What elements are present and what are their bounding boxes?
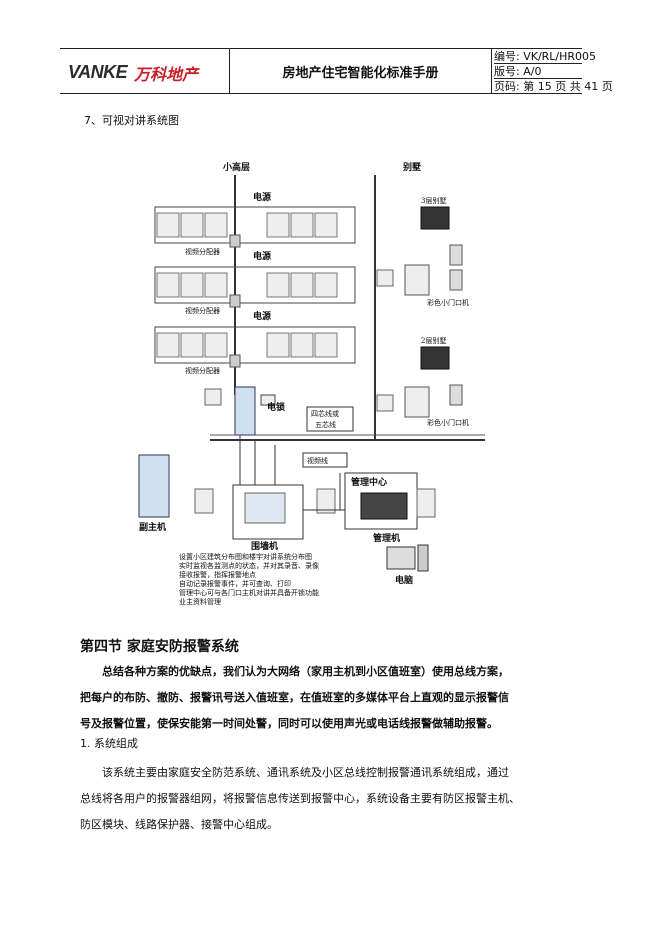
villa2-monitor xyxy=(420,346,450,370)
label-splitter-1: 视频分配器 xyxy=(185,247,220,256)
summary-line: 号及报警位置，使保安能第一时间处警，同时可以使用声光或电话线报警做辅助报警。 xyxy=(80,717,498,730)
document-header: VANKE 万科地产 房地产住宅智能化标准手册 编号: VK/RL/HR005 … xyxy=(60,48,613,94)
diagram-svg: 小高层 别墅 电源 电源 电源 视频分配器 视频分配器 视频分配器 电锁 四芯线… xyxy=(138,161,485,606)
section4-heading: 第四节 家庭安防报警系统 xyxy=(80,639,239,655)
villa3-monitor xyxy=(420,206,450,230)
page-row: 页码: 第 15 页 共 41 页 xyxy=(494,80,613,93)
label-lock: 电锁 xyxy=(267,401,285,413)
label-villa: 别墅 xyxy=(402,161,421,173)
code-value: VK/RL/HR005 xyxy=(523,50,597,63)
summary-line: 总结各种方案的优缺点，我们认为大网络（家用主机到小区值班室）使用总线方案， xyxy=(102,665,509,678)
feature-item: 实时监视各监测点的状态，并对其录音、录像 xyxy=(179,561,319,570)
feature-item: 管理中心可与各门口主机对讲并具备开锁功能 xyxy=(179,588,319,597)
logo-cn-text: 万科地产 xyxy=(134,65,199,84)
body-line: 该系统主要由家庭安全防范系统、通讯系统及小区总线控制报警通讯系统组成，通过 xyxy=(102,766,509,779)
label-wire: 四芯线或 xyxy=(311,409,339,418)
code-row: 编号: VK/RL/HR005 xyxy=(494,50,597,64)
secondary-host xyxy=(138,454,170,518)
label-color-door-1: 彩色小门口机 xyxy=(427,298,469,307)
label-secondary-host: 副主机 xyxy=(139,521,166,533)
label-mgmt-center: 管理中心 xyxy=(351,476,387,488)
version-value: A/0 xyxy=(523,65,542,78)
summary-paragraph: 总结各种方案的优缺点，我们认为大网络（家用主机到小区值班室）使用总线方案， 把每… xyxy=(80,659,540,737)
feature-item: 接收报警，指挥报警地点 xyxy=(179,570,256,579)
feature-item: 设置小区建筑分布图和楼宇对讲系统分布图 xyxy=(179,552,312,561)
door-station xyxy=(234,386,256,436)
pc xyxy=(386,546,416,570)
document-title: 房地产住宅智能化标准手册 xyxy=(230,49,492,93)
floor-group-1 xyxy=(154,206,356,248)
intercom-system-diagram: 小高层 别墅 电源 电源 电源 视频分配器 视频分配器 视频分配器 电锁 四芯线… xyxy=(95,155,555,615)
label-color-door-2: 彩色小门口机 xyxy=(427,418,469,427)
floor-group-2 xyxy=(154,266,356,308)
label-splitter-2: 视频分配器 xyxy=(185,306,220,315)
body-paragraph: 该系统主要由家庭安全防范系统、通讯系统及小区总线控制报警通讯系统组成，通过 总线… xyxy=(80,760,540,838)
features-list: 设置小区建筑分布图和楼宇对讲系统分布图 实时监视各监测点的状态，并对其录音、录像… xyxy=(179,552,319,606)
label-villa2: 2层别墅 xyxy=(421,336,446,345)
body-line: 防区模块、线路保护器、接警中心组成。 xyxy=(80,818,278,831)
label-wall-unit: 围墙机 xyxy=(251,540,278,552)
label-video-line: 视频线 xyxy=(307,456,328,465)
label-power-3: 电源 xyxy=(253,310,271,322)
label-highrise: 小高层 xyxy=(222,161,250,173)
logo: VANKE 万科地产 xyxy=(60,49,230,93)
mgmt-unit xyxy=(360,492,408,520)
label-villa3: 3层别墅 xyxy=(421,196,446,205)
summary-line: 把每户的布防、撤防、报警讯号送入值班室，在值班室的多媒体平台上直观的显示报警信 xyxy=(80,691,509,704)
label-mgmt-unit: 管理机 xyxy=(373,532,400,544)
feature-item: 业主资料管理 xyxy=(179,597,221,606)
label-wire2: 五芯线 xyxy=(315,420,336,429)
subheading: 1. 系统组成 xyxy=(80,737,138,750)
label-pc: 电脑 xyxy=(395,574,413,586)
page-value: 第 15 页 共 41 页 xyxy=(523,80,613,93)
floor-group-3 xyxy=(154,326,356,368)
body-line: 总线将各用户的报警器组网，将报警信息传送到报警中心，系统设备主要有防区报警主机、 xyxy=(80,792,520,805)
document-meta: 编号: VK/RL/HR005 版号: A/0 页码: 第 15 页 共 41 … xyxy=(494,49,613,93)
label-splitter-3: 视频分配器 xyxy=(185,366,220,375)
label-power-1: 电源 xyxy=(253,191,271,203)
logo-text: VANKE xyxy=(68,62,128,82)
section-title: 7、可视对讲系统图 xyxy=(84,114,179,127)
feature-item: 自动记录报警事件，并可查询、打印 xyxy=(179,579,291,588)
version-row: 版号: A/0 xyxy=(494,64,582,79)
label-power-2: 电源 xyxy=(253,250,271,262)
